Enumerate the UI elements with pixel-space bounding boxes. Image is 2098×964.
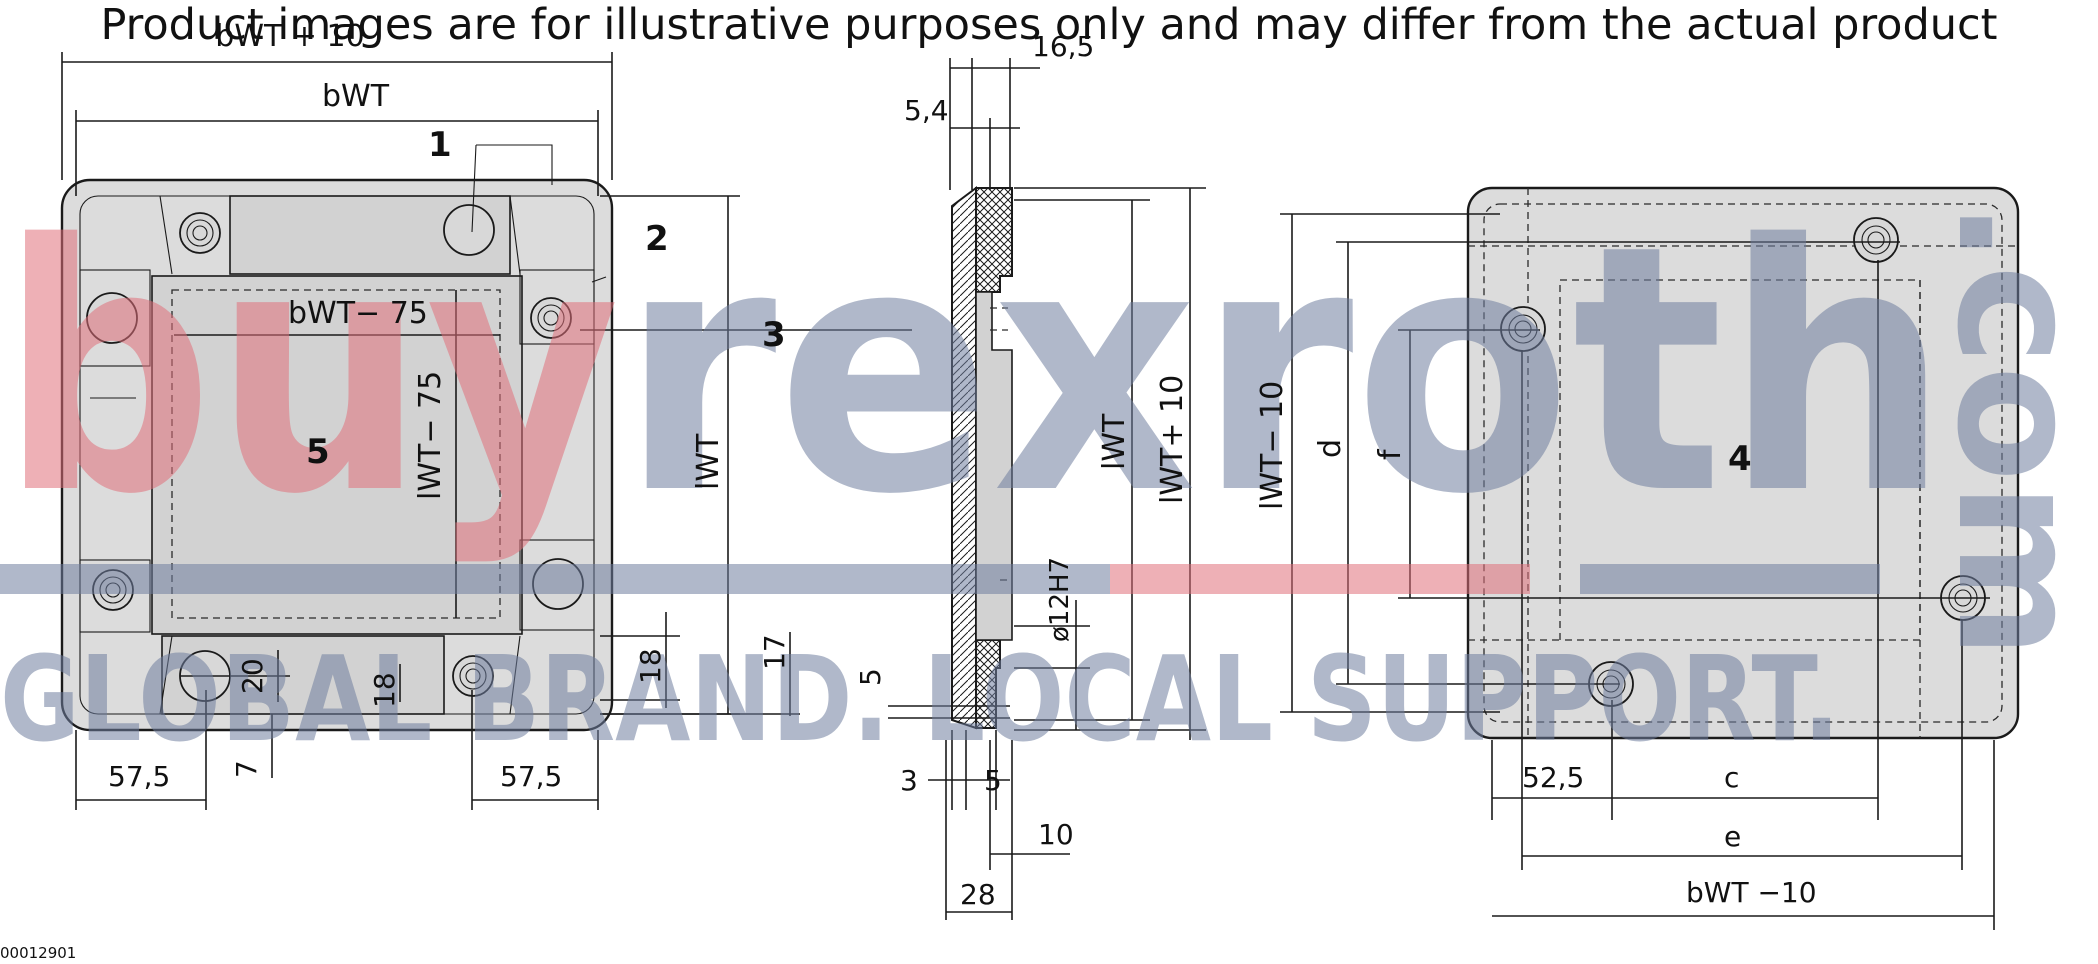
dim-e: e xyxy=(1724,820,1741,853)
dim-bore: ø12H7 xyxy=(1045,557,1075,642)
dowel-hole-icon xyxy=(1500,306,1546,352)
dim-f: f xyxy=(1373,448,1408,460)
dim-width-outer: bWT + 10 xyxy=(215,19,364,54)
dim-c: c xyxy=(1724,761,1739,794)
dim-width: bWT xyxy=(322,79,390,114)
dim-18-b: 18 xyxy=(634,648,667,684)
watermark: buy rexroth .com GLOBAL BRAND. LOCAL SUP… xyxy=(0,173,2098,768)
side-view-labels: 16,5 5,4 lWT lWT+ 10 ø12H7 5 3 5 10 28 xyxy=(854,30,1190,911)
dim-5-a: 5 xyxy=(854,668,887,686)
dim-10: 10 xyxy=(1038,818,1074,851)
dim-width-inner: bWT −10 xyxy=(1686,876,1817,909)
dim-18-a: 18 xyxy=(368,672,401,708)
dim-17: 17 xyxy=(758,634,791,670)
dim-28: 28 xyxy=(960,878,996,911)
dim-length-side: lWT xyxy=(1097,413,1132,470)
dim-57-5-left: 57,5 xyxy=(108,760,170,793)
dim-57-5-right: 57,5 xyxy=(500,760,562,793)
pin-hole-top xyxy=(443,204,495,256)
pin-hole-left xyxy=(86,292,138,344)
screw-icon xyxy=(530,297,572,339)
callout-5: 5 xyxy=(306,432,330,472)
dim-52-5: 52,5 xyxy=(1522,761,1584,794)
dim-20: 20 xyxy=(236,658,269,694)
watermark-brand-rexroth: rexroth xyxy=(620,173,1950,569)
dim-length: lWT xyxy=(691,433,726,490)
dowel-hole-icon xyxy=(1853,217,1899,263)
right-view xyxy=(1280,186,2020,930)
dim-3: 3 xyxy=(900,764,918,797)
dim-5-b: 5 xyxy=(984,764,1002,797)
dim-7: 7 xyxy=(230,760,263,778)
dim-length-outer: lWT+ 10 xyxy=(1155,375,1190,504)
dim-inner-length: lWT− 75 xyxy=(413,371,448,500)
watermark-brand-buy: buy xyxy=(0,173,620,569)
watermark-tagline: GLOBAL BRAND. LOCAL SUPPORT. xyxy=(0,630,1840,768)
callout-1: 1 xyxy=(428,125,452,165)
callout-4: 4 xyxy=(1728,439,1752,479)
drawing-id: 00012901 xyxy=(0,944,77,962)
dim-inner-width: bWT− 75 xyxy=(288,296,428,331)
screw-icon xyxy=(179,212,221,254)
dim-16-5: 16,5 xyxy=(1032,30,1094,63)
callout-2: 2 xyxy=(645,219,669,259)
dim-length-inner: lWT− 10 xyxy=(1255,381,1290,510)
callout-3: 3 xyxy=(762,315,786,355)
dim-d: d xyxy=(1313,439,1348,458)
watermark-brand-tld: .com xyxy=(1919,200,2098,659)
dim-5-4: 5,4 xyxy=(904,94,949,127)
disclaimer-text: Product images are for illustrative purp… xyxy=(100,0,1998,50)
right-view-labels: 4 lWT− 10 d f 52,5 c e bWT −10 xyxy=(1255,381,1817,909)
left-view-labels: bWT + 10 bWT 1 2 3 5 bWT− 75 lWT− 75 lWT… xyxy=(108,19,791,793)
screw-icon xyxy=(452,655,494,697)
